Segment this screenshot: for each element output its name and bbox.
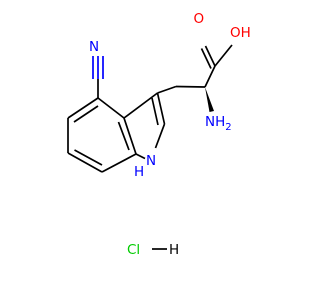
- molecule-structure: O OH NH2 N H N Cl H: [67, 11, 251, 258]
- bond-n1-c7a: [135, 153, 146, 160]
- indole-n-label: N: [146, 153, 156, 169]
- bond-calpha-ccooh: [204, 65, 216, 88]
- bond-c6-c7-inner: [74, 149, 103, 166]
- bond-c4-c5-inner: [73, 105, 99, 123]
- bond-c3-c2-inner: [151, 97, 159, 126]
- structure-canvas: O OH NH2 N H N Cl H: [67, 11, 251, 258]
- bond-c7a-c3a: [123, 117, 137, 155]
- bond-c-oh: [214, 44, 233, 67]
- bond-c7-c7a: [101, 153, 137, 173]
- carbonyl-oxygen-label: O: [194, 11, 205, 27]
- amino-label: NH2: [205, 114, 232, 133]
- bond-c-o-double-2: [200, 48, 212, 69]
- hydroxyl-label: OH: [230, 25, 251, 41]
- bond-c2-n1: [154, 123, 166, 149]
- bond-c4-c5: [67, 97, 99, 119]
- bond-ch2-calpha: [175, 85, 206, 88]
- bond-c-o-double-1: [204, 45, 216, 67]
- bond-c3-ch2: [157, 85, 177, 94]
- bond-c3-c2: [156, 92, 166, 125]
- bond-c6-c7: [67, 152, 103, 173]
- chloride-label: Cl: [127, 242, 140, 258]
- bond-c3a-c4: [97, 97, 125, 119]
- bond-c7a-c3a-inner: [117, 121, 130, 151]
- nitrile-nitrogen-label: N: [89, 39, 99, 55]
- bond-c3a-c3: [123, 92, 159, 119]
- bond-calpha-nh2-wedge: [205, 87, 214, 112]
- indole-h-label: H: [134, 164, 144, 180]
- hydrogen-label: H: [169, 242, 179, 258]
